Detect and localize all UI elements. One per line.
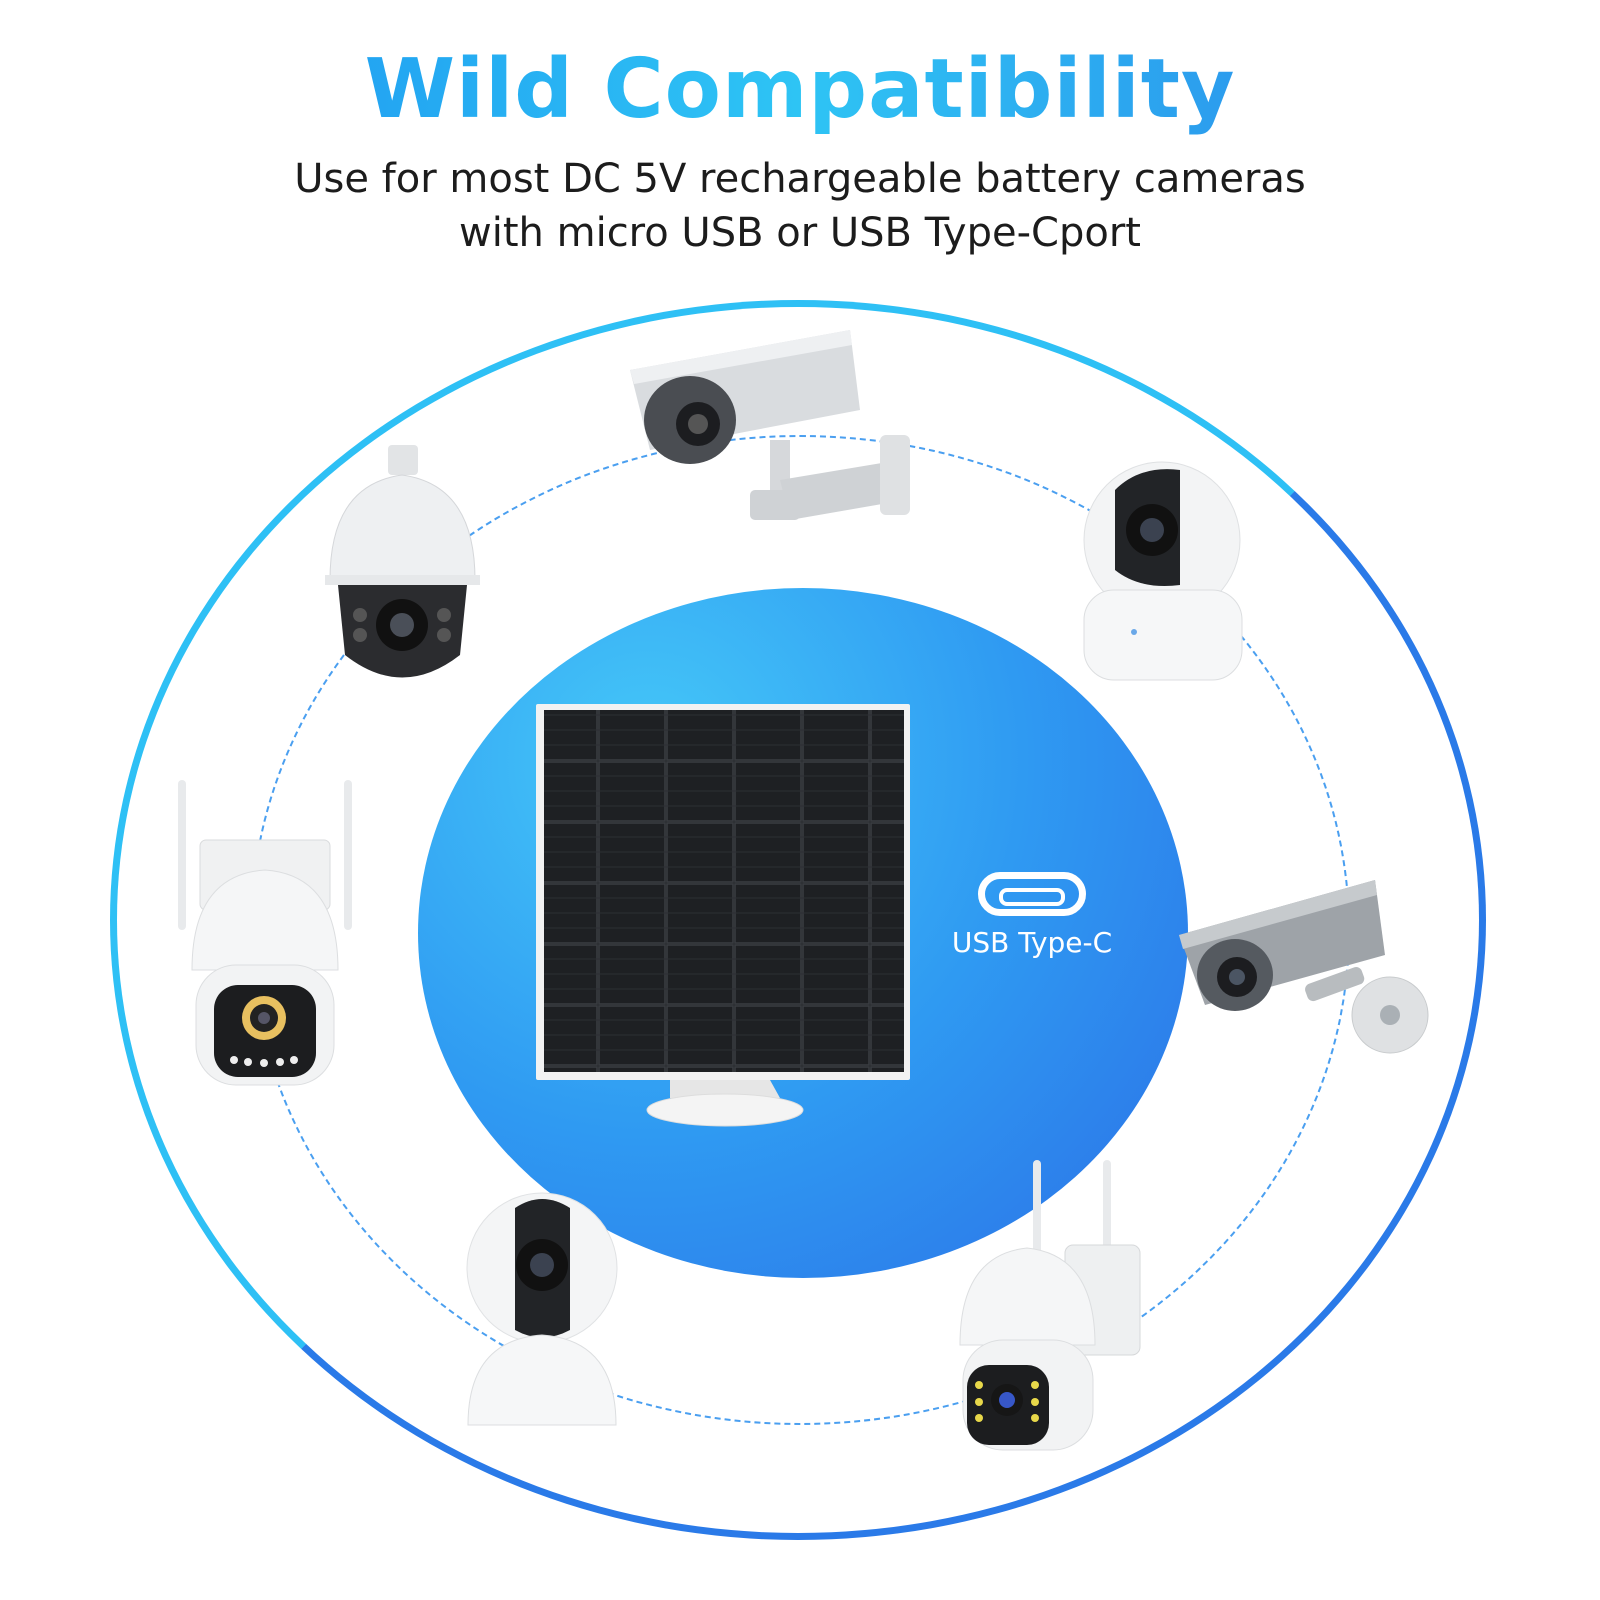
usb-type-c-badge: USB Type-C [952, 872, 1112, 959]
usb-type-c-icon [978, 872, 1086, 916]
indoor-camera-right-image [1083, 461, 1243, 681]
ptz-dome-camera-image [325, 445, 480, 678]
bullet-camera-top-image [630, 330, 910, 520]
usb-type-c-label: USB Type-C [951, 926, 1113, 959]
bullet-camera-right-image [1179, 880, 1429, 1054]
wifi-ptz-camera-left-image [178, 780, 352, 1086]
indoor-camera-bottom-image [466, 1192, 618, 1426]
outer-ring [110, 300, 1486, 1540]
page-title: Wild Compatibility [0, 42, 1600, 137]
subtitle-line-2: with micro USB or USB Type-Cport [459, 210, 1141, 256]
solar-panel-image [536, 704, 910, 1127]
wifi-ptz-camera-bottom-image [959, 1160, 1141, 1451]
subtitle-line-1: Use for most DC 5V rechargeable battery … [294, 156, 1306, 202]
